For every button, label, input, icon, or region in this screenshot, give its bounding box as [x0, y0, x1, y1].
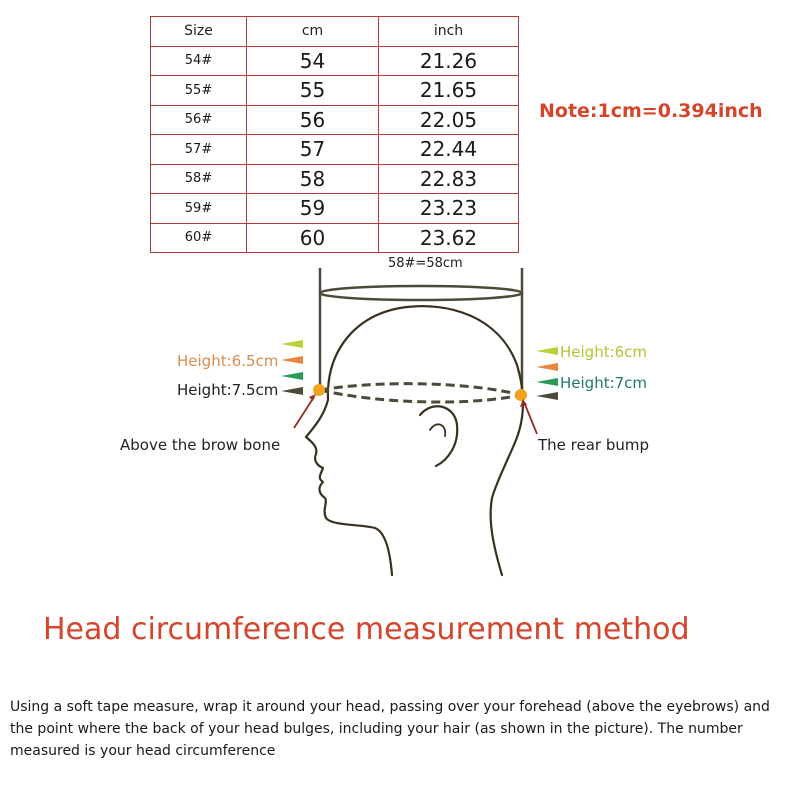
- cell-cm: 58: [246, 163, 379, 194]
- right-height-label-1: Height:6cm: [560, 343, 648, 361]
- brow-pointer-arrowhead: [309, 394, 316, 401]
- top-measure-ring: [318, 284, 524, 302]
- table-row: 54# 54 21.26: [150, 45, 519, 76]
- cell-inch: 22.44: [378, 134, 519, 165]
- cell-inch: 23.62: [378, 222, 519, 253]
- header-size: Size: [150, 16, 247, 47]
- head-profile-outline: [304, 305, 525, 577]
- cell-size: 59#: [150, 193, 247, 224]
- head-measurement-diagram: [281, 268, 558, 577]
- right-pennant-orange: [536, 363, 558, 371]
- brow-point-marker: [313, 384, 325, 396]
- cell-cm: 57: [246, 134, 379, 165]
- table-header-row: Size cm inch: [150, 16, 519, 47]
- circumference-label: 58#=58cm: [388, 256, 463, 271]
- cell-cm: 55: [246, 75, 379, 106]
- brow-pointer-arrow: [293, 396, 315, 429]
- rear-pointer-arrowhead: [520, 399, 527, 407]
- table-row: 57# 57 22.44: [150, 134, 519, 165]
- right-pennant-lime: [536, 347, 558, 355]
- left-height-label-2: Height:7.5cm: [177, 381, 279, 399]
- cell-cm: 56: [246, 104, 379, 135]
- table-row: 60# 60 23.62: [150, 222, 519, 253]
- cell-size: 58#: [150, 163, 247, 194]
- brow-bone-label: Above the brow bone: [120, 436, 281, 454]
- measure-band-top: [319, 382, 522, 397]
- cell-inch: 23.23: [378, 193, 519, 224]
- cell-inch: 22.83: [378, 163, 519, 194]
- rear-point-marker: [515, 389, 527, 401]
- rear-bump-label: The rear bump: [538, 436, 650, 454]
- cell-size: 60#: [150, 222, 247, 253]
- unit-conversion-note: Note:1cm=0.394inch: [539, 100, 763, 122]
- cell-size: 55#: [150, 75, 247, 106]
- right-pennant-dark: [536, 392, 558, 400]
- page-heading: Head circumference measurement method: [43, 612, 690, 647]
- size-chart-table: Size cm inch 54# 54 21.26 55# 55 21.65 5…: [150, 16, 519, 253]
- right-pennant-green: [536, 378, 558, 386]
- rear-pointer-arrow: [523, 401, 538, 435]
- left-pennant-green: [281, 372, 303, 380]
- left-pennant-lime: [281, 340, 303, 348]
- table-row: 55# 55 21.65: [150, 75, 519, 106]
- ear-outline: [418, 405, 459, 468]
- measure-band-bottom: [319, 388, 522, 404]
- left-pennant-orange: [281, 356, 303, 364]
- table-row: 58# 58 22.83: [150, 163, 519, 194]
- ear-inner: [429, 423, 447, 437]
- right-height-label-2: Height:7cm: [560, 374, 648, 392]
- measurement-instructions: Using a soft tape measure, wrap it aroun…: [10, 699, 770, 759]
- table-row: 59# 59 23.23: [150, 193, 519, 224]
- cell-inch: 21.26: [378, 45, 519, 76]
- cell-size: 54#: [150, 45, 247, 76]
- header-cm: cm: [246, 16, 379, 47]
- cell-inch: 22.05: [378, 104, 519, 135]
- left-pennant-dark: [281, 387, 303, 395]
- cell-cm: 59: [246, 193, 379, 224]
- cell-inch: 21.65: [378, 75, 519, 106]
- left-height-label-1: Height:6.5cm: [177, 352, 279, 370]
- cell-size: 57#: [150, 134, 247, 165]
